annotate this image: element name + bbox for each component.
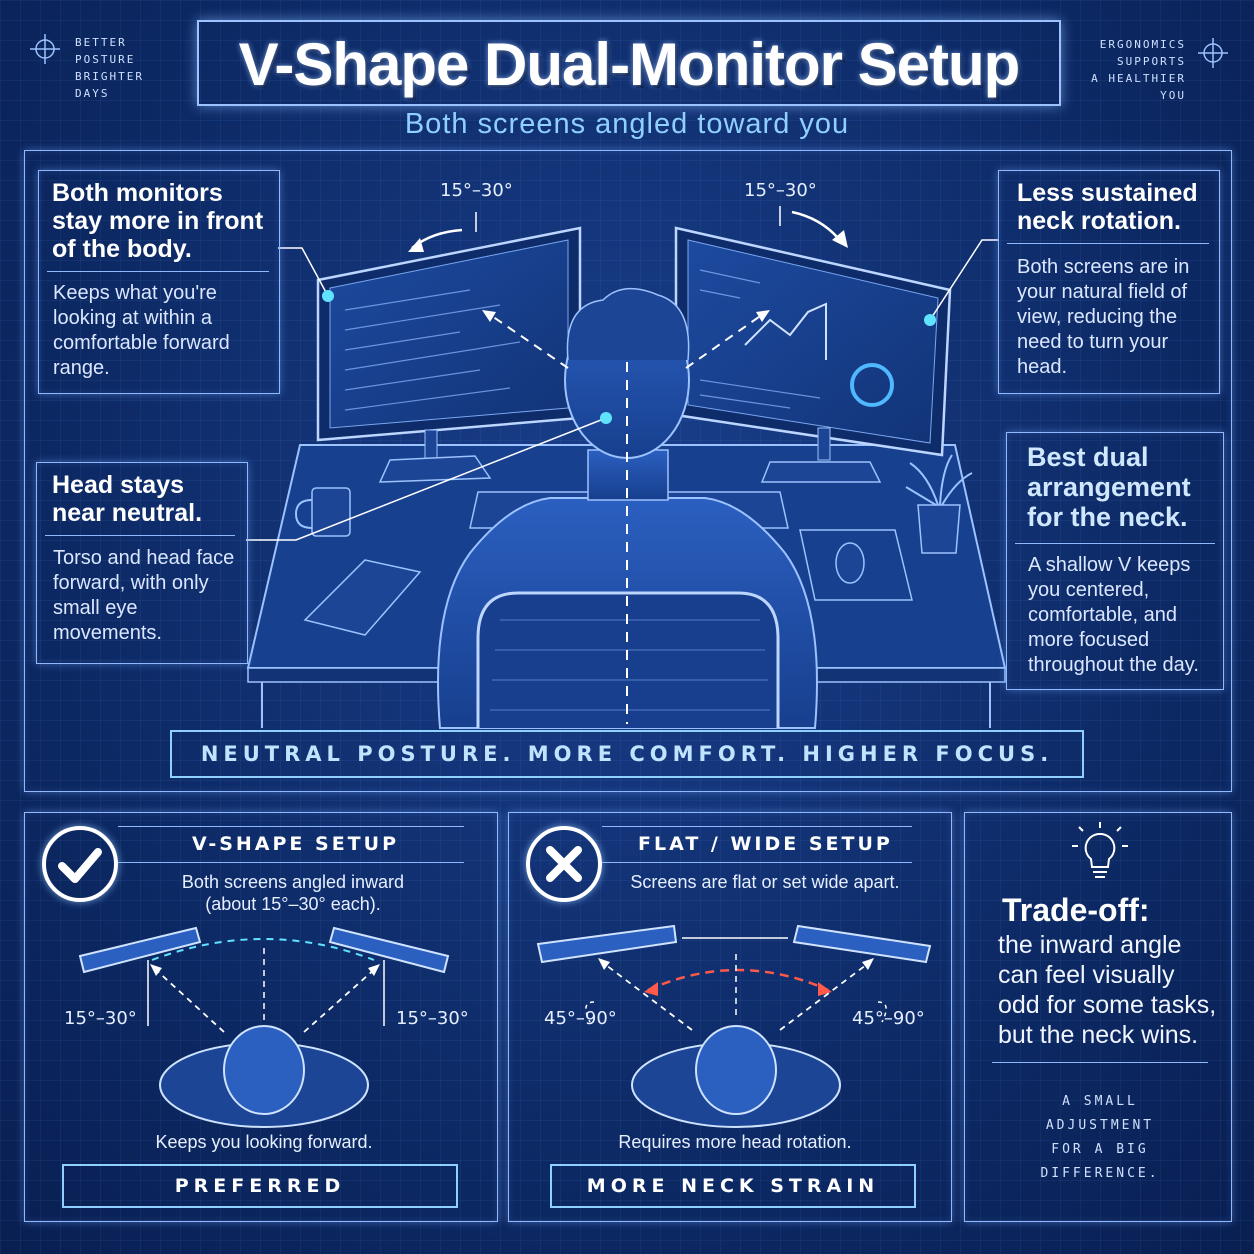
angle-label-left: 15°–30° xyxy=(440,180,513,201)
card-vshape xyxy=(24,812,498,1222)
plant xyxy=(905,454,973,554)
crosshair-icon xyxy=(1198,38,1228,68)
corner-note-right: ERGONOMICS SUPPORTS A HEALTHIER YOU xyxy=(1091,38,1186,102)
corner-note-left: BETTER POSTURE BRIGHTER DAYS xyxy=(75,36,144,100)
arrow-right-icon xyxy=(791,210,839,239)
check-icon xyxy=(42,826,118,902)
x-icon xyxy=(526,826,602,902)
title-frame: V-Shape Dual-Monitor Setup xyxy=(197,20,1061,106)
flat-diagram xyxy=(536,924,932,1128)
scene-frame xyxy=(24,150,1232,792)
page-title: V-Shape Dual-Monitor Setup xyxy=(238,31,1021,98)
card-tradeoff xyxy=(964,812,1232,1222)
callout-rotation: Less sustained neck rotation. Both scree… xyxy=(998,170,1220,394)
sight-line-left xyxy=(485,311,569,369)
vshape-diagram xyxy=(78,926,450,1128)
card-vshape-desc: Both screens angled inward (about 15°–30… xyxy=(181,872,405,914)
page-subtitle: Both screens angled toward you xyxy=(404,108,850,140)
callout-best: Best dual arrangement for the neck. A sh… xyxy=(1006,432,1224,690)
vshape-angle-right: 15°–30° xyxy=(396,1008,469,1029)
card-vshape-foot: Keeps you looking forward. xyxy=(155,1132,373,1152)
right-monitor xyxy=(674,226,952,483)
tradeoff-note: A SMALL ADJUSTMENT FOR A BIG DIFFERENCE. xyxy=(1040,1094,1160,1181)
notebook xyxy=(303,559,422,636)
neck-strain-label: MORE NECK STRAIN xyxy=(550,1164,916,1208)
preferred-label: PREFERRED xyxy=(62,1164,458,1208)
angle-label-right: 15°–30° xyxy=(744,180,817,201)
tradeoff-body: the inward angle can feel visually odd f… xyxy=(998,931,1217,1049)
flat-angle-left: 45°–90° xyxy=(544,1008,617,1029)
card-vshape-title: V-SHAPE SETUP xyxy=(192,833,399,855)
card-flat xyxy=(508,812,952,1222)
flat-angle-right: 45°–90° xyxy=(852,1008,925,1029)
tradeoff-heading: Trade-off: xyxy=(1002,892,1150,928)
vshape-angle-left: 15°–30° xyxy=(64,1008,137,1029)
sight-line-right xyxy=(685,311,767,369)
mug xyxy=(294,487,351,537)
card-flat-foot: Requires more head rotation. xyxy=(618,1132,852,1152)
card-flat-title: FLAT / WIDE SETUP xyxy=(638,833,893,855)
chair xyxy=(476,591,780,728)
workstation-illustration xyxy=(246,206,1007,729)
crosshair-icon xyxy=(30,34,60,64)
card-flat-desc: Screens are flat or set wide apart. xyxy=(630,872,900,892)
left-monitor xyxy=(316,226,582,483)
callout-neutral: Head stays near neutral. Torso and head … xyxy=(36,462,248,664)
posture-banner: NEUTRAL POSTURE. MORE COMFORT. HIGHER FO… xyxy=(170,730,1084,778)
callout-front: Both monitors stay more in front of the … xyxy=(38,170,280,394)
mouse-pad xyxy=(799,529,913,601)
lightbulb-icon xyxy=(1072,822,1128,878)
